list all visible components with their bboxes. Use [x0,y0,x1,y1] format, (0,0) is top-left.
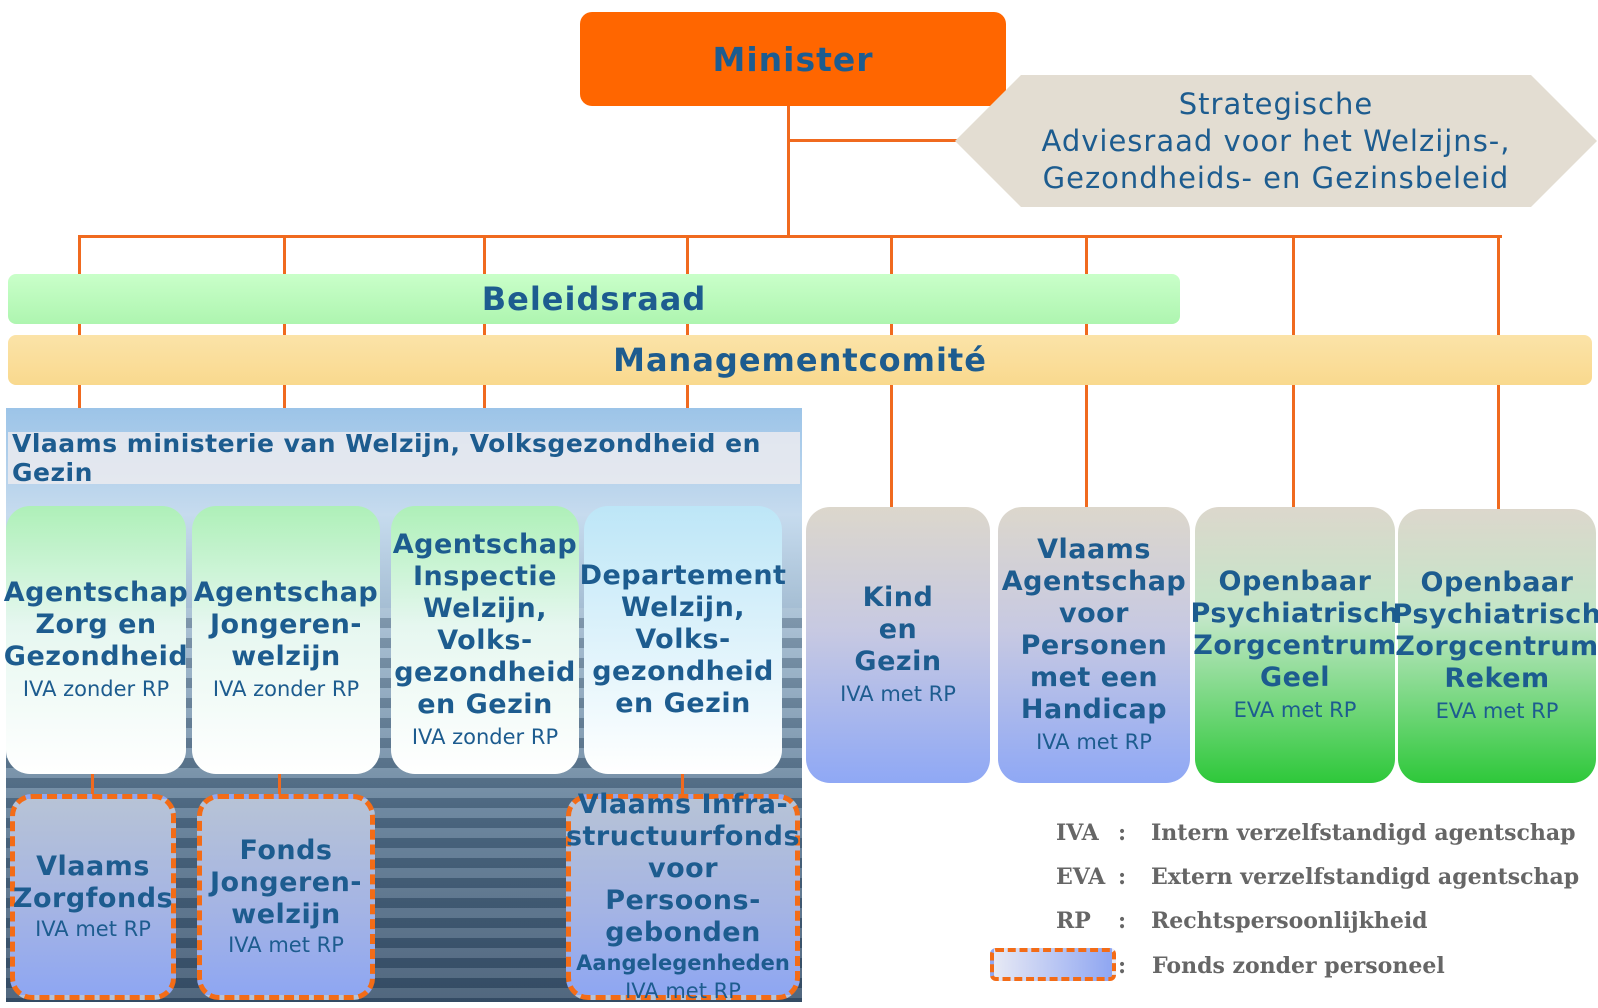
fund-extra: Aangelegenheden [576,951,790,975]
entity-name: Openbaar Psychiatrisch Zorgcentrum Rekem [1392,567,1598,694]
legend-key: EVA [1056,864,1106,890]
advisory-council-box[interactable]: Strategische Adviesraad voor het Welzijn… [955,75,1597,207]
connector-horizontal-bus [78,235,1502,238]
legend-row-rp: RP : Rechtspersoonlijkheid [1056,908,1576,938]
entity-status: IVA zonder RP [22,677,170,701]
beleidsraad-label: Beleidsraad [481,280,707,318]
entity-status: IVA zonder RP [212,677,360,701]
legend-key: RP [1056,908,1091,934]
legend-row-eva: EVA : Extern verzelfstandigd agentschap [1056,864,1580,894]
ministerie-banner: Vlaams ministerie van Welzijn, Volksgezo… [8,429,800,487]
entity-name: Agentschap Inspectie Welzijn, Volks- gez… [392,529,578,720]
fund-name: Vlaams Infra- structuurfonds voor Persoo… [565,789,801,948]
legend-sep: : [1118,908,1127,934]
entity-name: Openbaar Psychiatrisch Zorgcentrum Geel [1190,566,1400,693]
fund-status: IVA met RP [625,979,741,1003]
entity-name: Agentschap Jongeren- welzijn [193,577,379,672]
fund-box-zorgfonds[interactable]: Vlaams Zorgfonds IVA met RP [10,794,176,1000]
advisory-line-1: Strategische [1178,86,1374,121]
entity-box-kind-en-gezin[interactable]: Kind en Gezin IVA met RP [806,507,990,783]
legend-sep: : [1118,953,1127,979]
entity-status: IVA met RP [1036,730,1152,754]
entity-name: Departement Welzijn, Volks- gezondheid e… [579,560,787,719]
fund-box-infrastructuurfonds[interactable]: Vlaams Infra- structuurfonds voor Persoo… [566,789,800,1003]
legend-row-fonds: : Fonds zonder personeel [1056,953,1576,983]
fund-name: Vlaams Zorgfonds [12,851,174,914]
minister-box[interactable]: Minister [580,12,1006,106]
entity-box-vaph[interactable]: Vlaams Agentschap voor Personen met een … [998,507,1190,783]
legend-row-iva: IVA : Intern verzelfstandigd agentschap [1056,820,1576,850]
minister-label: Minister [712,39,874,79]
ministerie-label: Vlaams ministerie van Welzijn, Volksgezo… [12,429,761,487]
entity-name: Kind en Gezin [854,582,942,677]
advisory-line-3: Gezondheids- en Gezinsbeleid [1042,160,1510,195]
advisory-hexagon-shape [955,75,1597,207]
connector-minister-down [787,106,790,238]
entity-name: Vlaams Agentschap voor Personen met een … [1001,534,1187,725]
legend-key: IVA [1056,820,1099,846]
entity-status: EVA met RP [1233,698,1357,722]
advisory-line-2: Adviesraad voor het Welzijns-, [1041,123,1511,158]
managementcomite-bar[interactable]: Managementcomité [8,335,1592,385]
entity-box-opz-rekem[interactable]: Openbaar Psychiatrisch Zorgcentrum Rekem… [1393,509,1598,783]
legend-value: Extern verzelfstandigd agentschap [1151,864,1580,890]
legend-value: Fonds zonder personeel [1152,953,1445,979]
connector-fund-2 [278,774,281,794]
connector-advisory [787,139,957,142]
entity-box-jongerenwelzijn[interactable]: Agentschap Jongeren- welzijn IVA zonder … [192,506,380,774]
entity-status: IVA met RP [840,682,956,706]
legend-sep: : [1118,820,1127,846]
managementcomite-label: Managementcomité [613,341,987,379]
fund-status: IVA met RP [35,917,151,941]
connector-fund-1 [91,774,94,794]
fund-name: Fonds Jongeren- welzijn [209,835,362,930]
legend-fund-sample-swatch [990,948,1116,981]
legend-value: Rechtspersoonlijkheid [1151,908,1428,934]
entity-box-opz-geel[interactable]: Openbaar Psychiatrisch Zorgcentrum Geel … [1191,507,1399,783]
entity-status: IVA zonder RP [411,725,559,749]
legend-value: Intern verzelfstandigd agentschap [1151,820,1576,846]
entity-box-departement[interactable]: Departement Welzijn, Volks- gezondheid e… [580,506,786,774]
fund-box-jongerenwelzijn[interactable]: Fonds Jongeren- welzijn IVA met RP [197,794,375,1000]
entity-box-zorg-en-gezondheid[interactable]: Agentschap Zorg en Gezondheid IVA zonder… [3,506,189,774]
entity-name: Agentschap Zorg en Gezondheid [3,577,189,672]
fund-status: IVA met RP [228,933,344,957]
connector-fund-3 [681,774,684,794]
legend-sep: : [1118,864,1127,890]
entity-status: EVA met RP [1435,699,1559,723]
beleidsraad-bar[interactable]: Beleidsraad [8,274,1180,324]
entity-box-inspectie[interactable]: Agentschap Inspectie Welzijn, Volks- gez… [391,506,579,774]
